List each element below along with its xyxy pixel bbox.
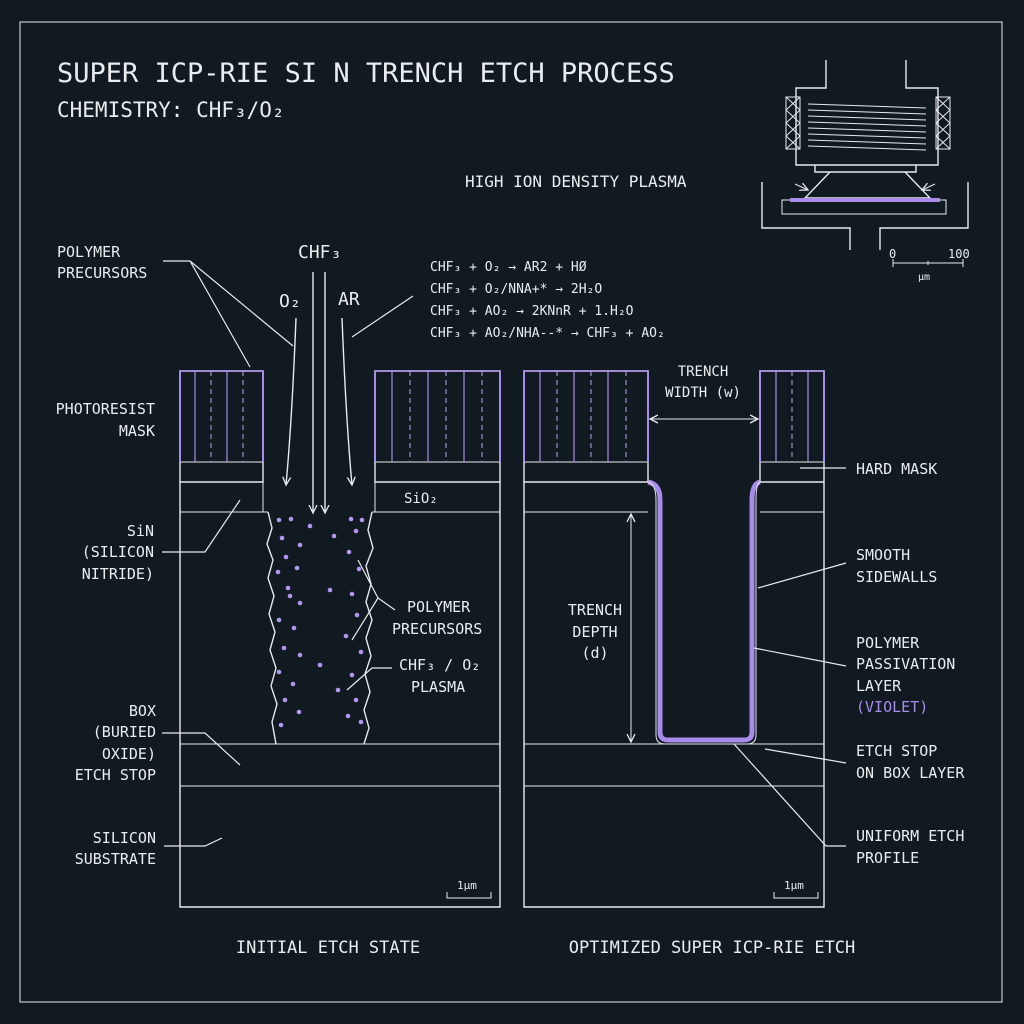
trench-depth-line2: DEPTH — [572, 623, 617, 641]
right-scale-label: 1μm — [784, 879, 804, 892]
uniform-line2: PROFILE — [856, 849, 919, 867]
polymer-label-line2: PRECURSORS — [57, 264, 147, 282]
box-label-line2: (BURIED — [93, 723, 156, 741]
hard-mask-label: HARD MASK — [856, 460, 937, 478]
reaction-2: CHF₃ + O₂/NNA+* → 2H₂O — [430, 282, 602, 297]
sidewalls-line2: SIDEWALLS — [856, 568, 937, 586]
box-label-line3: OXIDE) — [102, 745, 156, 763]
passivation-color-label: (VIOLET) — [856, 698, 928, 716]
uniform-line1: UNIFORM ETCH — [856, 827, 964, 845]
sio2-label: SiO₂ — [404, 491, 438, 507]
substrate-label-line1: SILICON — [93, 829, 156, 847]
etch-stop-line1: ETCH STOP — [856, 742, 937, 760]
center-polymer-line2: PRECURSORS — [392, 620, 482, 638]
left-resist-block-b — [374, 370, 501, 483]
passivation-line1: POLYMER — [856, 634, 920, 652]
box-label-line1: BOX — [129, 702, 156, 720]
trench-width-line2: WIDTH (w) — [665, 385, 741, 401]
polymer-label-line1: POLYMER — [57, 243, 121, 261]
page-title: SUPER ICP-RIE SI N TRENCH ETCH PROCESS — [57, 58, 675, 89]
center-annotations: SiO₂ POLYMER PRECURSORS CHF₃ / O₂ PLASMA — [346, 491, 482, 696]
photoresist-label-line1: PHOTORESIST — [56, 400, 155, 418]
sin-label-line3: NITRIDE) — [82, 565, 154, 583]
right-annotations: TRENCH WIDTH (w) TRENCH DEPTH (d) HARD M… — [568, 364, 965, 867]
optimized-structure: 1μm — [523, 370, 825, 908]
sidewalls-line1: SMOOTH — [856, 546, 910, 564]
trench-width-line1: TRENCH — [678, 364, 729, 380]
passivation-layer — [647, 479, 761, 743]
reactor-scale-end: 100 — [948, 247, 970, 261]
plasma-label: HIGH ION DENSITY PLASMA — [465, 172, 687, 191]
plasma-particles — [275, 516, 365, 728]
left-resist-block-a — [179, 370, 264, 483]
center-polymer-line1: POLYMER — [407, 598, 471, 616]
reactor-icon: 0 100 μm — [761, 60, 970, 283]
passivation-line2: PASSIVATION — [856, 655, 955, 673]
o2-arrow — [286, 317, 297, 485]
photoresist-label-line2: MASK — [119, 422, 155, 440]
reaction-3: CHF₃ + AO₂ → 2KNnR + 1.H₂O — [430, 304, 634, 319]
page-subtitle: CHEMISTRY: CHF₃/O₂ — [57, 98, 285, 122]
gas-ar-label: AR — [338, 289, 360, 310]
center-plasma-line1: CHF₃ / O₂ — [399, 656, 480, 674]
left-scale-label: 1μm — [457, 879, 477, 892]
outer-frame — [19, 21, 1003, 1003]
reaction-4: CHF₃ + AO₂/NHA--* → CHF₃ + AO₂ — [430, 326, 665, 341]
reactor-scale-unit: μm — [918, 272, 930, 283]
caption-optimized: OPTIMIZED SUPER ICP-RIE ETCH — [569, 938, 856, 958]
etch-stop-line2: ON BOX LAYER — [856, 764, 965, 782]
sin-label-line1: SiN — [127, 522, 154, 540]
sin-label-line2: (SILICON — [82, 543, 154, 561]
trench-depth-line1: TRENCH — [568, 601, 622, 619]
ar-arrow — [341, 317, 352, 485]
reaction-1: CHF₃ + O₂ → AR2 + HØ — [430, 260, 587, 275]
center-plasma-line2: PLASMA — [411, 678, 465, 696]
reaction-list: CHF₃ + O₂ → AR2 + HØ CHF₃ + O₂/NNA+* → 2… — [430, 260, 665, 341]
substrate-label-line2: SUBSTRATE — [75, 850, 156, 868]
gas-chf3-label: CHF₃ — [298, 242, 341, 263]
caption-initial: INITIAL ETCH STATE — [236, 938, 420, 958]
right-resist-block-a — [523, 370, 649, 483]
reactor-scale-start: 0 — [889, 247, 896, 261]
left-annotations: POLYMER PRECURSORS PHOTORESIST MASK SiN … — [56, 243, 294, 868]
reaction-leader — [351, 295, 414, 338]
trench-depth-line3: (d) — [581, 644, 608, 662]
initial-structure: 1μm — [179, 370, 501, 908]
gas-o2-label: O₂ — [279, 291, 301, 312]
box-label-line4: ETCH STOP — [75, 766, 156, 784]
passivation-line3: LAYER — [856, 677, 902, 695]
